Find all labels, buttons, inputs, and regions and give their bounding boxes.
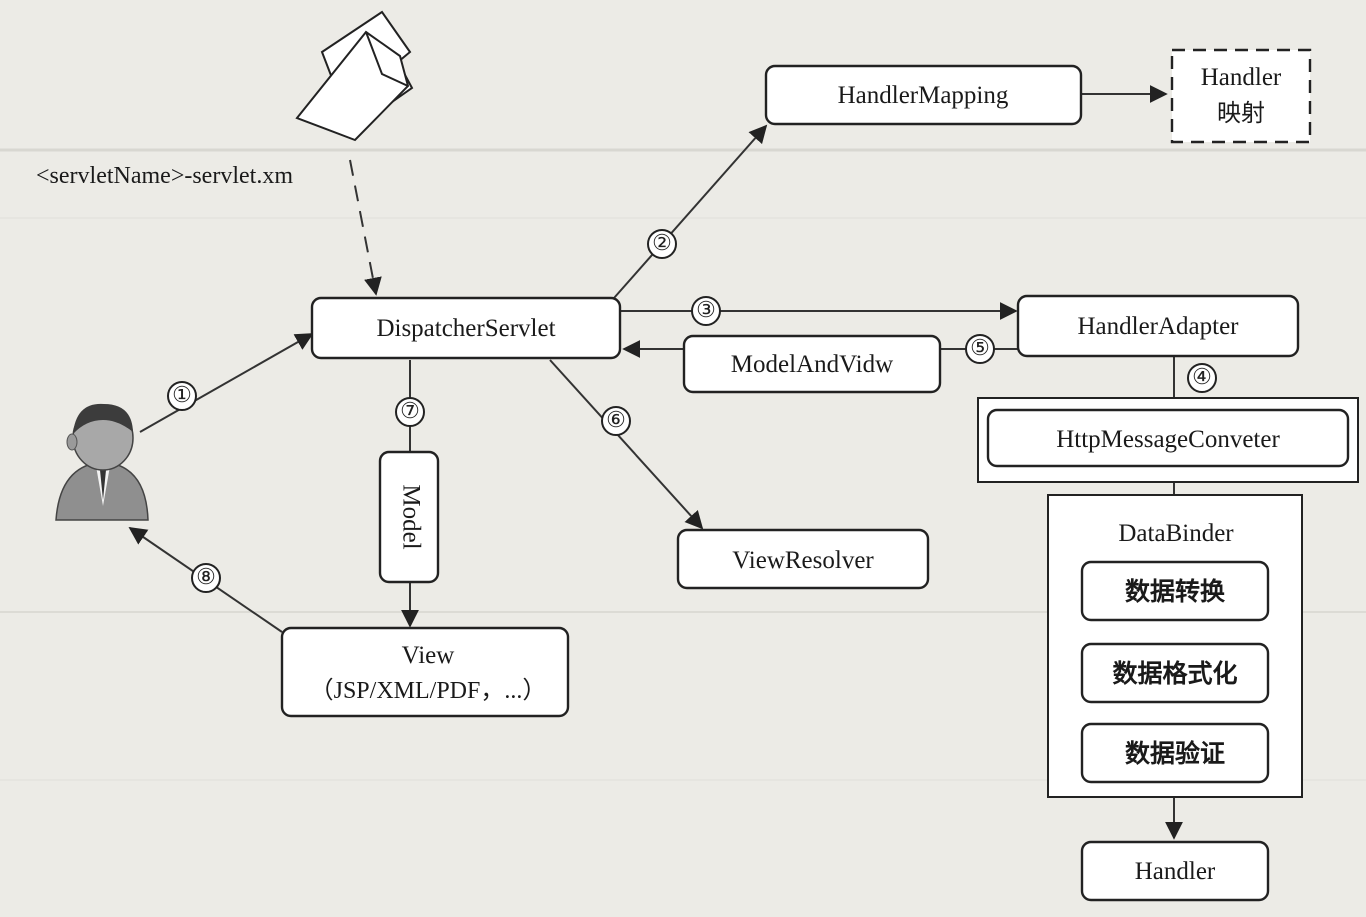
edge-user-to-dispatcher [139, 333, 314, 433]
model-node: Model [378, 450, 440, 584]
step-4-marker: ④ [1187, 363, 1217, 393]
svg-text:HandlerAdapter: HandlerAdapter [1077, 313, 1239, 340]
config-file-label: <servletName>-servlet.xm [36, 163, 293, 189]
step-3-marker: ③ [691, 296, 721, 326]
model-and-view-node: ModelAndVidw [682, 334, 942, 394]
svg-text:ModelAndVidw: ModelAndVidw [731, 351, 893, 378]
handler-node: Handler [1080, 840, 1270, 902]
step-1-marker: ① [167, 381, 197, 411]
svg-text:ViewResolver: ViewResolver [732, 547, 874, 574]
svg-text:HttpMessageConveter: HttpMessageConveter [1056, 426, 1280, 453]
svg-text:③: ③ [696, 297, 716, 322]
svg-text:⑧: ⑧ [196, 564, 216, 589]
svg-text:⑤: ⑤ [970, 335, 990, 360]
svg-text:⑦: ⑦ [400, 398, 420, 423]
svg-text:View: View [402, 642, 455, 669]
step-5-marker: ⑤ [965, 334, 995, 364]
svg-text:④: ④ [1192, 364, 1212, 389]
step-6-marker: ⑥ [601, 406, 631, 436]
edge-config-to-dispatcher [349, 159, 382, 296]
svg-text:DispatcherServlet: DispatcherServlet [376, 315, 555, 342]
edge-dispatcher-to-resolver [549, 359, 704, 530]
svg-text:映射: 映射 [1217, 100, 1265, 127]
svg-text:HandlerMapping: HandlerMapping [838, 82, 1009, 109]
step-2-marker: ② [647, 229, 677, 259]
svg-text:数据验证: 数据验证 [1125, 739, 1225, 768]
config-file-icon [295, 10, 414, 142]
step-7-marker: ⑦ [395, 397, 425, 427]
step-8-marker: ⑧ [191, 563, 221, 593]
svg-text:Handler: Handler [1201, 64, 1282, 91]
svg-text:⑥: ⑥ [606, 407, 626, 432]
svg-text:②: ② [652, 230, 672, 255]
svg-text:①: ① [172, 382, 192, 407]
data-binder-label: DataBinder [1118, 520, 1234, 547]
data-validation-node: 数据验证 [1080, 722, 1270, 784]
view-resolver-node: ViewResolver [676, 528, 930, 590]
svg-text:数据格式化: 数据格式化 [1112, 659, 1237, 688]
svg-text:（JSP/XML/PDF，...）: （JSP/XML/PDF，...） [310, 678, 547, 704]
data-conversion-node: 数据转换 [1080, 560, 1270, 622]
user-icon [55, 403, 149, 521]
svg-text:Handler: Handler [1135, 858, 1216, 885]
view-node: View （JSP/XML/PDF，...） [280, 626, 570, 718]
handler-adapter-node: HandlerAdapter [1016, 294, 1300, 358]
svg-text:Model: Model [397, 484, 424, 549]
handler-mapping-node: HandlerMapping [764, 64, 1083, 126]
http-message-converter-node: HttpMessageConveter [977, 397, 1359, 483]
svg-text:数据转换: 数据转换 [1125, 577, 1226, 606]
edge-dispatcher-to-mapping [613, 124, 768, 299]
dispatcher-servlet-node: DispatcherServlet [310, 296, 622, 360]
handler-mapping-result-node: Handler 映射 [1170, 48, 1312, 144]
data-formatting-node: 数据格式化 [1080, 642, 1270, 704]
